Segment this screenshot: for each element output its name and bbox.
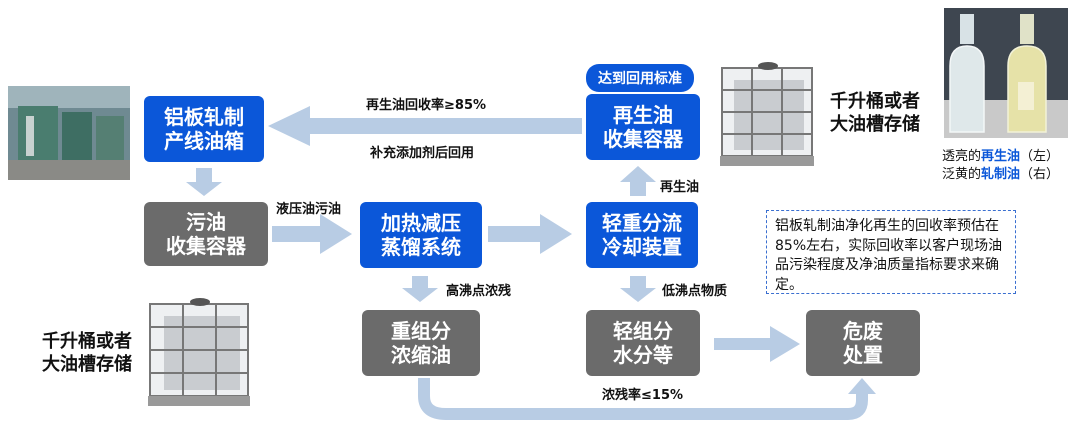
arrow-regen-to-tank	[268, 106, 582, 146]
arrow-heavy-to-hazard	[418, 378, 868, 420]
regen-oil-label: 再生油	[660, 180, 700, 195]
recovery-rate-label: 再生油回收率≥85%	[366, 98, 487, 113]
cooling-device-box: 轻重分流 冷却装置	[586, 202, 698, 268]
arrow-dirty-to-distill	[272, 214, 352, 254]
regen-oil-container-box: 再生油 收集容器	[586, 94, 700, 160]
additive-reuse-label: 补充添加剂后回用	[370, 146, 475, 161]
high-boiling-residue-label: 高沸点浓残	[446, 284, 512, 299]
recovery-note-box: 铝板轧制油净化再生的回收率预估在85%左右，实际回收率以客户现场油品污染程度及净…	[766, 210, 1016, 294]
heavy-component-box: 重组分 浓缩油	[362, 310, 480, 376]
storage-left-text: 千升桶或者 大油槽存储	[42, 331, 132, 376]
rolling-oil-tank-box: 铝板轧制 产线油箱	[144, 96, 264, 162]
arrow-cooler-to-regen	[620, 166, 656, 196]
storage-right-text: 千升桶或者 大油槽存储	[830, 91, 920, 136]
arrow-tank-to-dirty	[186, 168, 222, 196]
reuse-standard-badge: 达到回用标准	[586, 64, 694, 92]
hydraulic-oil-label: 液压油污油	[276, 202, 342, 217]
arrow-distill-to-cooler	[488, 214, 572, 254]
hazard-disposal-box: 危废 处置	[806, 310, 920, 376]
residue-rate-label: 浓残率≤15%	[602, 388, 684, 403]
arrow-light-to-hazard	[714, 326, 800, 362]
bottle-caption-line-1: 透亮的再生油（左）	[942, 149, 1060, 164]
arrow-distill-to-heavy	[402, 276, 438, 302]
dirty-oil-container-box: 污油 收集容器	[144, 202, 268, 266]
ibc-tank-right-icon	[720, 62, 814, 166]
bottle-caption: 透亮的再生油（左） 泛黄的轧制油（右）	[942, 148, 1059, 184]
ibc-tank-left-icon	[148, 298, 250, 406]
bottle-caption-line-2: 泛黄的轧制油（右）	[942, 167, 1060, 183]
arrow-cooler-to-light	[620, 276, 656, 302]
oil-bottles-photo	[944, 8, 1068, 138]
distillation-system-box: 加热减压 蒸馏系统	[360, 202, 482, 268]
light-component-box: 轻组分 水分等	[586, 310, 700, 376]
rolling-line-photo	[8, 86, 130, 180]
low-boiling-substance-label: 低沸点物质	[662, 284, 728, 299]
